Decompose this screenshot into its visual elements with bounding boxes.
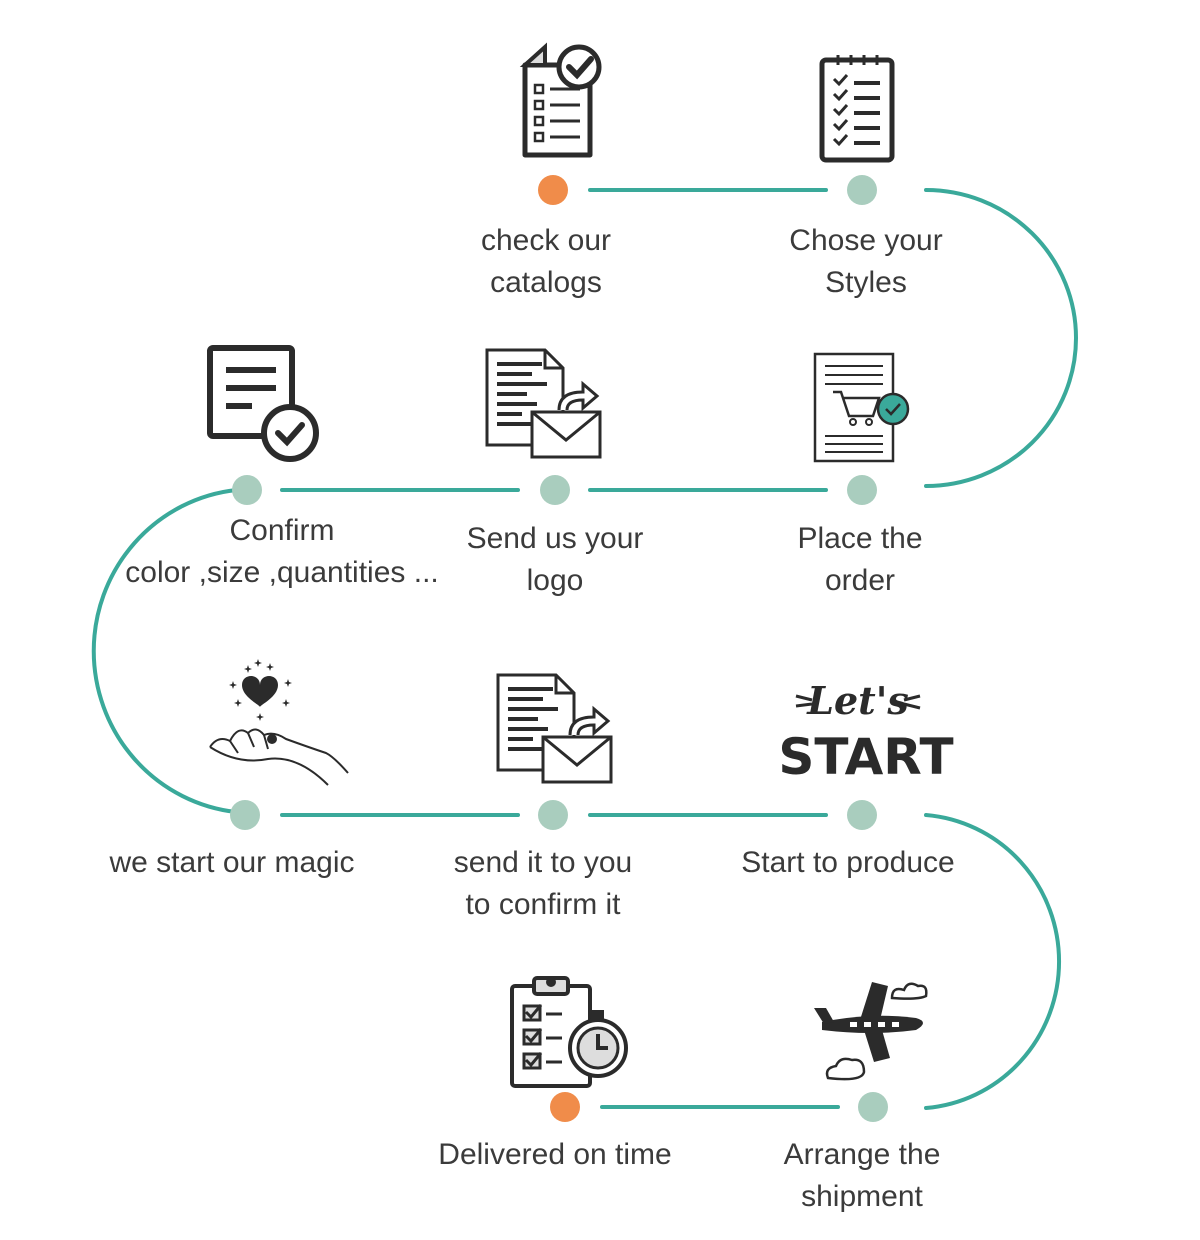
document-email-icon (496, 673, 613, 784)
step-dot-confirm (232, 475, 262, 505)
step-dot-order (847, 475, 877, 505)
heart-hand-icon (209, 659, 349, 786)
airplane-icon (814, 982, 928, 1081)
checklist-document-icon (519, 42, 602, 158)
step-dot-magic (230, 800, 260, 830)
step-label-delivered: Delivered on time (438, 1138, 672, 1171)
step-dot-send_confirm (538, 800, 568, 830)
step-dots (230, 175, 888, 1122)
path-segment (924, 813, 1062, 1110)
step-dot-logo (540, 475, 570, 505)
shopping-cart-order-icon (813, 352, 910, 463)
step-dot-styles (847, 175, 877, 205)
step-label-magic: we start our magic (109, 846, 355, 879)
clipboard-checklist-icon (819, 55, 895, 163)
path-segment (91, 488, 238, 814)
step-label-produce: Start to produce (741, 846, 955, 879)
roadmap-path (91, 188, 1078, 1110)
path-segment (924, 188, 1078, 488)
lets-text: Let's (806, 678, 908, 723)
document-email-icon (485, 348, 602, 459)
step-dot-shipment (858, 1092, 888, 1122)
step-dot-catalogs (538, 175, 568, 205)
step-dot-produce (847, 800, 877, 830)
approved-document-icon (207, 345, 319, 462)
step-dot-delivered (550, 1092, 580, 1122)
start-text: START (778, 728, 953, 786)
clipboard-stopwatch-icon (510, 976, 628, 1088)
